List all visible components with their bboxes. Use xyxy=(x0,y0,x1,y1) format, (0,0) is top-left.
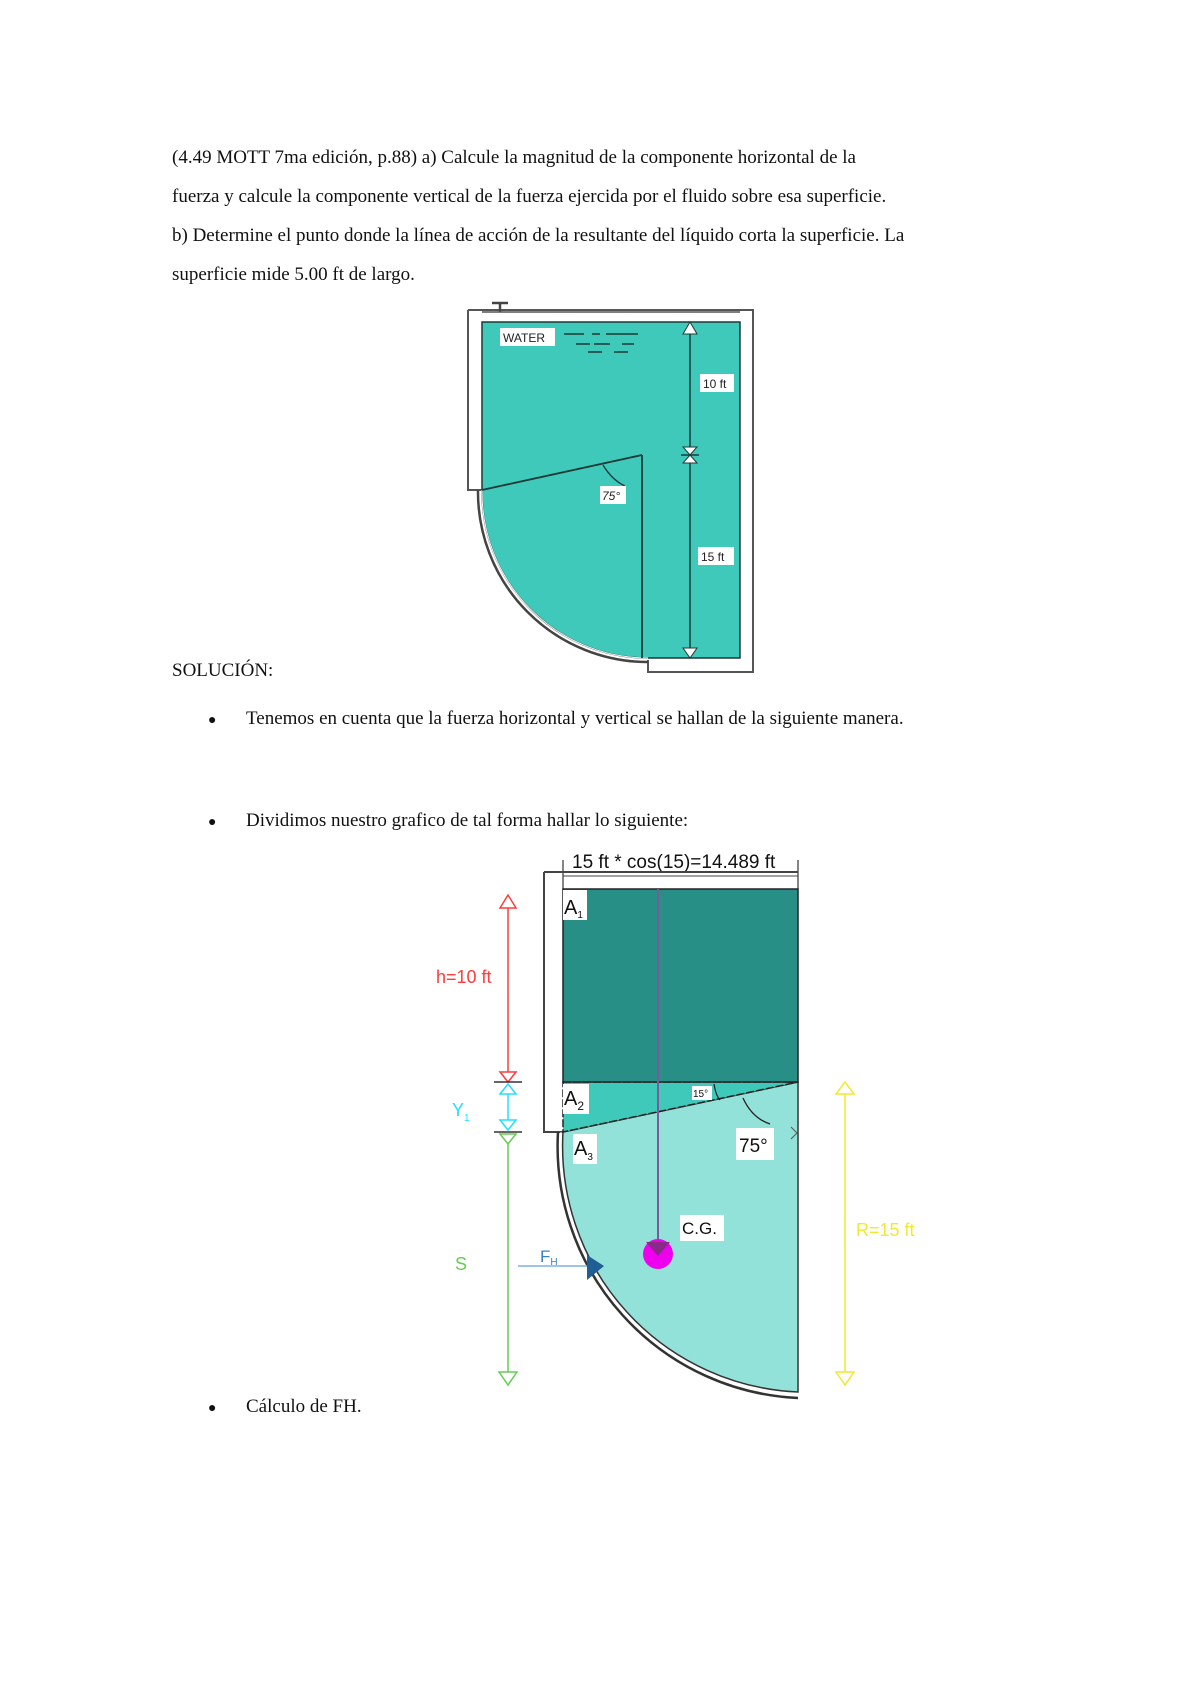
a3-label: A3 xyxy=(574,1138,593,1163)
bullet-2-text: Dividimos nuestro grafico de tal forma h… xyxy=(246,810,689,831)
tank-figure: WATER 75° 10 ft 15 ft xyxy=(467,301,754,673)
problem-statement: (4.49 MOTT 7ma edición, p.88) a) Calcule… xyxy=(172,138,1034,294)
bullet-icon: ● xyxy=(208,713,217,728)
dim-15ft: 15 ft xyxy=(701,550,725,564)
bullet-1-text: Tenemos en cuenta que la fuerza horizont… xyxy=(246,708,904,729)
bullet-icon: ● xyxy=(208,1401,217,1416)
bullet-1: ● Tenemos en cuenta que la fuerza horizo… xyxy=(208,708,904,730)
h-label: h=10 ft xyxy=(436,967,492,987)
s-label: S xyxy=(455,1254,467,1274)
problem-line-3: b) Determine el punto donde la línea de … xyxy=(172,225,905,246)
cg-label: C.G. xyxy=(682,1219,717,1238)
bullet-3-text: Cálculo de FH. xyxy=(246,1396,362,1417)
vent-icon xyxy=(492,301,508,312)
curved-gate xyxy=(476,489,649,664)
angle-label: 75° xyxy=(602,489,620,503)
problem-line-1: (4.49 MOTT 7ma edición, p.88) a) Calcule… xyxy=(172,147,856,168)
water-surface-icon xyxy=(564,333,638,353)
fh-arrow-icon xyxy=(587,1255,604,1280)
area-a1 xyxy=(562,888,799,1083)
water-label: WATER xyxy=(503,331,545,345)
problem-line-4: superficie mide 5.00 ft de largo. xyxy=(172,264,415,285)
solution-heading: SOLUCIÓN: xyxy=(172,660,274,681)
y1-label: Y1 xyxy=(452,1100,470,1124)
fh-label: FH xyxy=(540,1247,558,1268)
problem-line-2: fuerza y calcule la componente vertical … xyxy=(172,186,887,207)
angle-75-label: 75° xyxy=(739,1136,768,1157)
r-label: R=15 ft xyxy=(856,1220,915,1240)
tank-outer-wall xyxy=(468,309,754,673)
a2-label: A2 xyxy=(564,1088,584,1113)
a1-label: A1 xyxy=(564,897,583,921)
dim-10ft: 10 ft xyxy=(703,377,727,391)
bullet-icon: ● xyxy=(208,815,217,830)
bullet-3: ● Cálculo de FH. xyxy=(208,1396,362,1418)
bullet-2: ● Dividimos nuestro grafico de tal forma… xyxy=(208,810,688,832)
width-label: 15 ft * cos(15)=14.489 ft xyxy=(572,852,776,873)
small-angle-label: 15° xyxy=(693,1089,708,1100)
